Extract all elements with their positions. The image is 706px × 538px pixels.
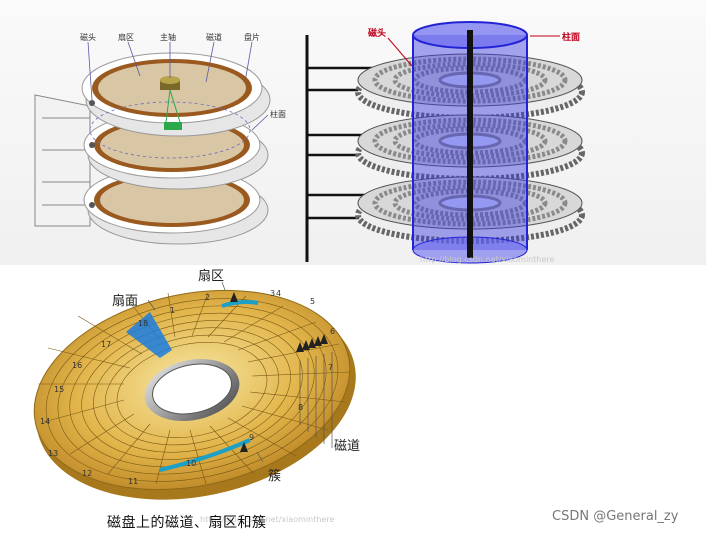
head-dot — [89, 142, 95, 148]
csdn-credit: CSDN @General_zy — [552, 509, 679, 524]
sector-number: 15 — [54, 385, 64, 394]
sector-number: 10 — [186, 459, 196, 468]
gold-disk-diagram — [33, 281, 356, 500]
sector-number: 11 — [128, 477, 138, 486]
cylinder-diagram — [305, 21, 585, 264]
sector-number: 13 — [48, 449, 58, 458]
label-cylinder: 柱面 — [270, 109, 286, 119]
sector-number: 6 — [330, 327, 335, 336]
cluster-highlight — [159, 438, 251, 472]
sector-number: 9 — [249, 433, 254, 442]
sector-number-labels: 1 2 3 4 5 6 7 8 9 10 11 12 13 14 15 16 1… — [40, 289, 335, 486]
head-arrow — [387, 37, 413, 67]
watermark-bottom: http://blog.csdn.net/xiaominthere — [200, 515, 334, 524]
sector-number: 1 — [170, 306, 175, 315]
label-track: 磁道 — [206, 32, 222, 42]
sector-number: 17 — [101, 340, 111, 349]
label-cluster: 簇 — [268, 469, 281, 484]
spindle — [160, 76, 182, 130]
central-shaft — [467, 30, 473, 258]
label-head: 磁头 — [80, 32, 96, 42]
label-cylinder-right: 柱面 — [562, 31, 580, 43]
sector-number: 14 — [40, 417, 50, 426]
label-track-bottom: 磁道 — [334, 439, 360, 454]
sector-number: 18 — [138, 319, 148, 328]
platter-1 — [81, 52, 271, 137]
platter-stack-diagram — [34, 41, 271, 245]
sector-number: 5 — [310, 297, 315, 306]
sector-number: 12 — [82, 469, 92, 478]
track-arrows — [296, 334, 328, 352]
label-sector-bottom: 扇区 — [198, 268, 224, 284]
sector-number: 2 — [205, 293, 210, 302]
sector-lines — [38, 292, 351, 485]
label-sector-surface: 扇面 — [112, 293, 138, 309]
sector-number: 3 — [270, 289, 275, 298]
sector-surface-highlight — [126, 312, 172, 358]
label-sector: 扇区 — [118, 32, 134, 42]
head-dot — [89, 100, 95, 106]
sector-number: 7 — [328, 363, 333, 372]
label-spindle: 主轴 — [160, 32, 176, 42]
cylinder-highlight — [164, 122, 182, 130]
label-platter: 盘片 — [244, 32, 260, 42]
sector-number: 4 — [276, 289, 281, 298]
watermark-top: http://blog.csdn.net/xiaominthere — [420, 255, 554, 264]
figure-caption: 磁盘上的磁道、扇区和簇 — [107, 515, 267, 531]
sector-number: 8 — [298, 403, 303, 412]
sector-number: 16 — [72, 361, 82, 370]
label-head-right: 磁头 — [368, 27, 386, 39]
head-arm-bracket — [34, 94, 91, 227]
sector-highlight — [221, 300, 259, 308]
head-dot — [89, 202, 95, 208]
